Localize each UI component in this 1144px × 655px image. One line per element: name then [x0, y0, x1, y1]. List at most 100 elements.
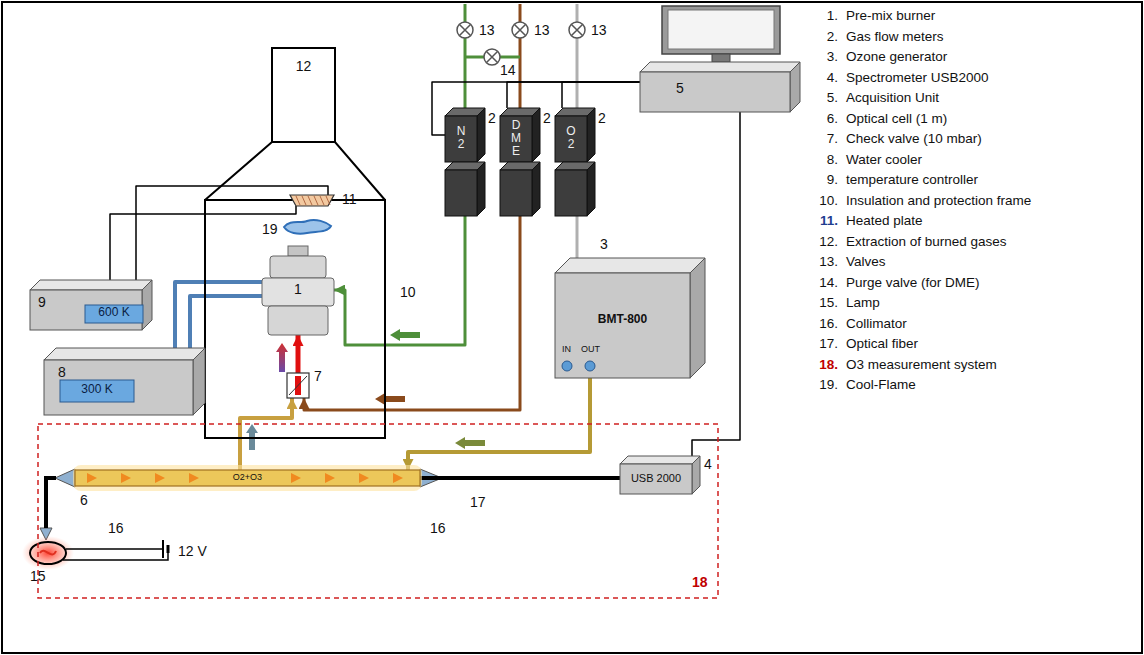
flow-meter-shape	[500, 170, 532, 216]
flow-arrow	[276, 343, 288, 372]
callout-number: 4	[704, 456, 712, 472]
callout-number: 6	[80, 492, 88, 508]
callout-number: 14	[500, 62, 516, 78]
battery-wires	[162, 540, 164, 558]
flow-meter-shape	[445, 116, 477, 162]
part-label: N 2	[455, 125, 467, 151]
optical-cell-shape	[73, 465, 422, 491]
spectrometer-shape	[620, 464, 692, 494]
part-label: 600 K	[85, 306, 143, 320]
callout-number: 13	[479, 22, 495, 38]
callout-number: 9	[38, 294, 46, 310]
flow-meter-shape	[532, 108, 540, 162]
water-cooler-shape	[193, 348, 205, 415]
mixture-line	[296, 335, 301, 373]
callout-number: 11	[342, 191, 357, 207]
callout-number: 8	[58, 364, 66, 380]
list-text: Purge valve (for DME)	[846, 275, 980, 291]
flow-arrow	[455, 437, 485, 449]
temperature-controller-outline	[30, 280, 152, 330]
gas-supply-lines	[576, 4, 579, 108]
water-cooler-outline	[44, 348, 205, 415]
acquisition-unit-shape	[640, 62, 800, 72]
optical-cell-shape	[325, 473, 335, 483]
flow-arrow	[390, 329, 420, 341]
heated-plate-shape	[302, 196, 306, 205]
list-text: Pre-mix burner	[846, 8, 935, 24]
list-number: 13.	[810, 254, 838, 270]
callout-number: 19	[262, 221, 278, 237]
flow-meter-shape	[532, 162, 540, 216]
list-text: Lamp	[846, 295, 880, 311]
spectrometer-shape	[692, 456, 700, 494]
nitrogen-line	[334, 216, 465, 345]
part-label: D M E	[510, 119, 522, 159]
list-number: 5.	[810, 90, 838, 106]
water-cooler-shape	[44, 348, 205, 415]
callout-number: 13	[591, 22, 607, 38]
flow-meter-shape	[477, 108, 485, 162]
callout-number: 1	[262, 281, 334, 297]
list-text: Water cooler	[846, 152, 922, 168]
optical-fiber	[46, 478, 56, 528]
optical-cell-shape	[359, 473, 369, 483]
part-label: BMT-800	[555, 313, 690, 327]
cooling-pipe	[190, 296, 262, 348]
flow-meter-shape	[587, 108, 595, 162]
flow-meter: 2O 2	[555, 108, 595, 216]
collimator	[55, 469, 75, 487]
ozone-generator: 3BMT-800INOUT	[555, 258, 705, 378]
extraction-hood	[205, 142, 385, 200]
callout-number: 3	[600, 236, 608, 252]
data-cable	[562, 82, 640, 108]
optical-cell-shape	[75, 470, 420, 486]
dme-line	[304, 216, 520, 410]
part-label: OUT	[581, 344, 600, 354]
ozone-generator-shape	[690, 258, 705, 378]
list-text: Optical cell (1 m)	[846, 111, 947, 127]
list-text: Optical fiber	[846, 336, 918, 352]
acquisition-unit: 5	[640, 62, 800, 112]
lamp	[30, 542, 66, 564]
acquisition-unit-shape	[790, 62, 800, 112]
spectrometer: USB 20004	[620, 456, 700, 494]
valve-symbol	[457, 22, 473, 38]
callout-number: 2	[488, 110, 496, 126]
flow-meter-shape	[445, 170, 477, 216]
list-text: Acquisition Unit	[846, 90, 939, 106]
list-text: Insulation and protection frame	[846, 193, 1031, 209]
optical-cell-shape	[393, 473, 403, 483]
optical-cell-shape	[155, 473, 165, 483]
callout-number: 18	[692, 574, 708, 590]
heated-plate-shape	[320, 196, 324, 205]
battery-wires	[63, 540, 168, 560]
list-number: 1.	[810, 8, 838, 24]
water-cooler: 8300 K	[44, 348, 205, 415]
list-number: 19.	[810, 377, 838, 393]
valve-symbol	[460, 25, 471, 36]
insulation-frame-shape	[205, 200, 385, 438]
flow-arrow	[375, 393, 405, 405]
valve-symbol	[487, 52, 498, 63]
heated-plate-shape	[296, 196, 300, 205]
water-cooler-shape	[44, 348, 205, 360]
ozone-generator-shape	[562, 361, 572, 371]
list-number: 10.	[810, 193, 838, 209]
cool-flame	[284, 220, 331, 234]
callout-number: 15	[30, 568, 46, 584]
check-valve: 7	[287, 373, 309, 398]
flow-meter-shape	[555, 108, 595, 162]
valve-symbol	[512, 22, 528, 38]
list-text: Gas flow meters	[846, 29, 944, 45]
monitor	[662, 6, 780, 62]
temperature-controller-shape	[30, 290, 142, 330]
ozone-generator-shape	[555, 258, 705, 273]
lamp	[22, 536, 74, 570]
flow-meter: 2N 2	[445, 108, 485, 216]
extraction-box-shape	[272, 48, 335, 142]
valve-symbol	[457, 22, 585, 65]
battery-wires	[66, 548, 163, 550]
check-valve-shape	[287, 373, 309, 398]
flow-meter-shape	[555, 116, 587, 162]
list-number: 17.	[810, 336, 838, 352]
